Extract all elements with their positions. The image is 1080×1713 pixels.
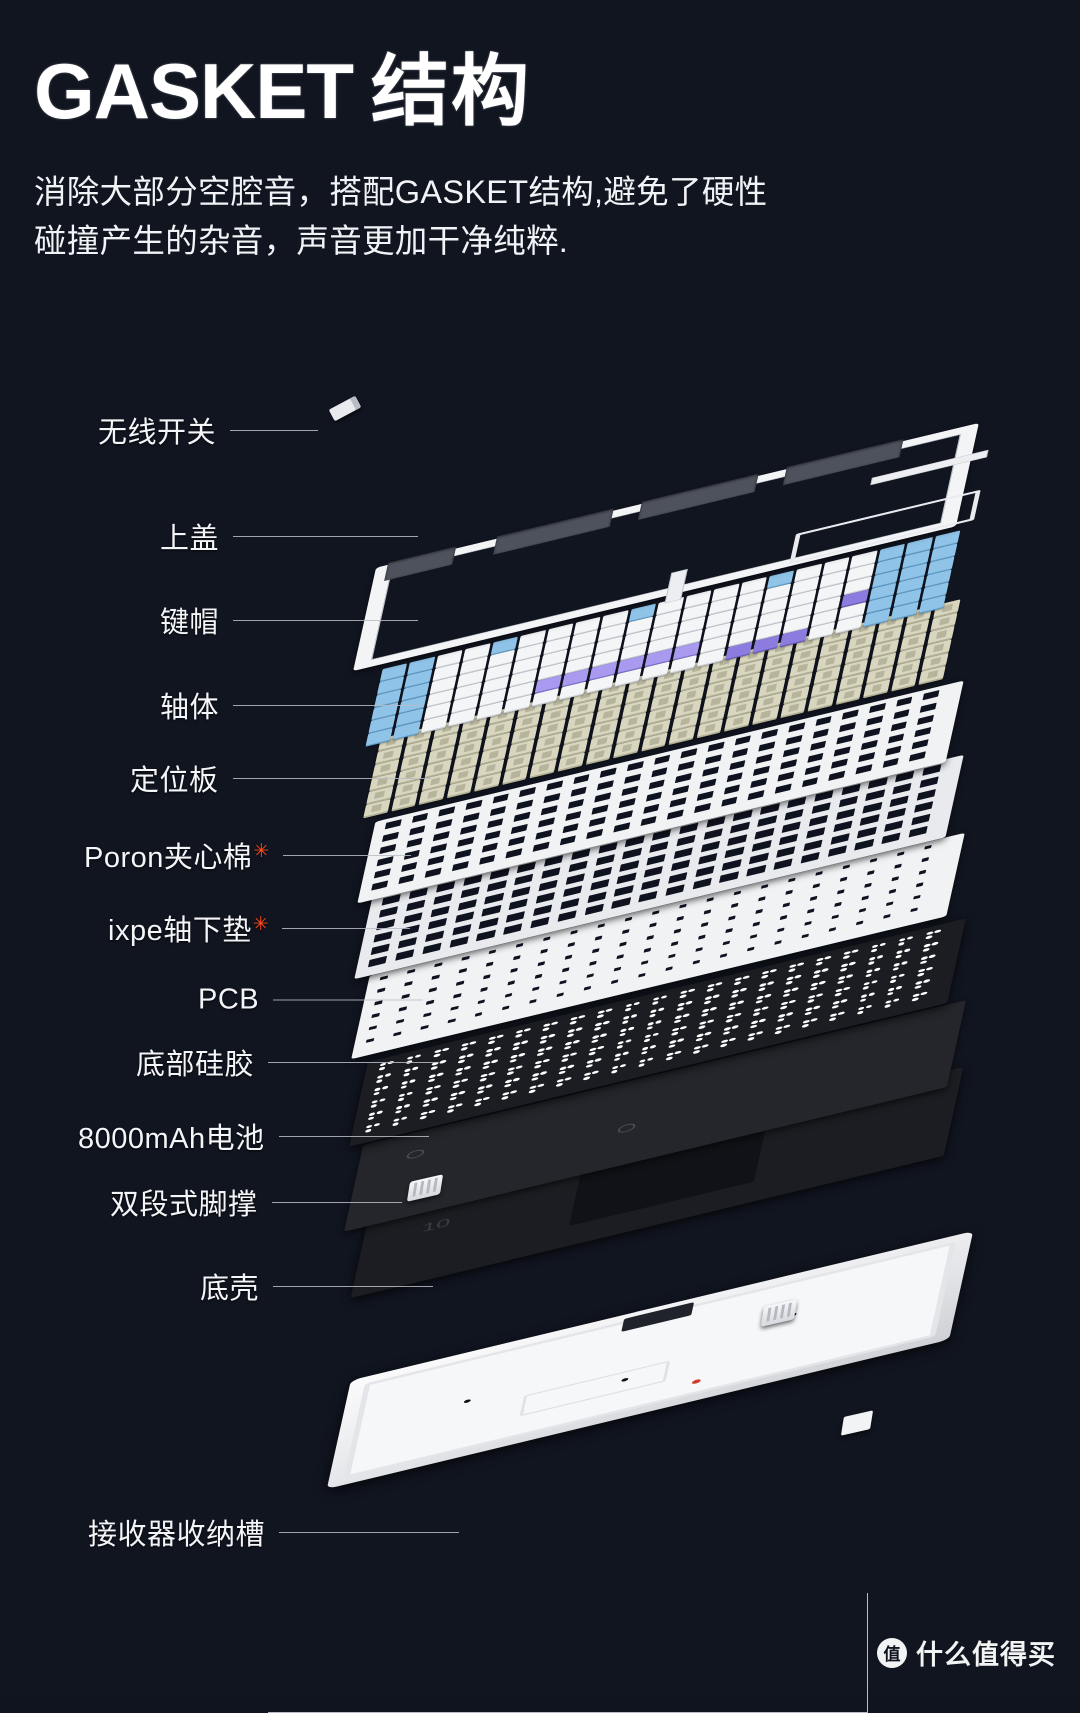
label-keycaps: 键帽: [160, 599, 419, 641]
watermark: 值 什么值得买: [877, 1633, 1056, 1672]
label-bottom-silicone: 底部硅胶: [136, 1041, 439, 1083]
label-bottom-case: 底壳: [200, 1265, 434, 1307]
label-battery: 8000mAh电池: [78, 1115, 429, 1157]
label-poron-foam: Poron夹心棉✳: [84, 834, 411, 876]
watermark-text: 什么值得买: [916, 1640, 1056, 1670]
subtitle-line-2: 碰撞产生的杂音，声音更加干净纯粹.: [34, 223, 569, 260]
page-title-en: GASKET: [34, 47, 354, 135]
exploded-keyboard-diagram: 10: [0, 380, 1080, 1713]
label-ixpe-pad: ixpe轴下垫✳: [108, 907, 411, 949]
label-switches: 轴体: [160, 684, 424, 726]
label-pcb: PCB: [198, 984, 424, 1017]
label-wireless-switch: 无线开关: [98, 409, 319, 451]
label-top-cover: 上盖: [160, 515, 419, 557]
label-receiver-slot: 接收器收纳槽: [88, 1511, 460, 1553]
page-subtitle: 消除大部分空腔音，搭配GASKET结构,避免了硬性 碰撞产生的杂音，声音更加干净…: [34, 168, 894, 267]
page-title-cn: 结构: [371, 47, 532, 135]
subtitle-line-1: 消除大部分空腔音，搭配GASKET结构,避免了硬性: [34, 174, 768, 210]
label-kickstand: 双段式脚撑: [110, 1181, 402, 1223]
label-plate: 定位板: [130, 757, 431, 799]
watermark-badge-icon: 值: [877, 1637, 907, 1668]
diagram-labels: 无线开关 上盖 键帽 轴体 定位板 Poron夹心棉✳ ixpe轴下垫✳: [0, 380, 1080, 1640]
